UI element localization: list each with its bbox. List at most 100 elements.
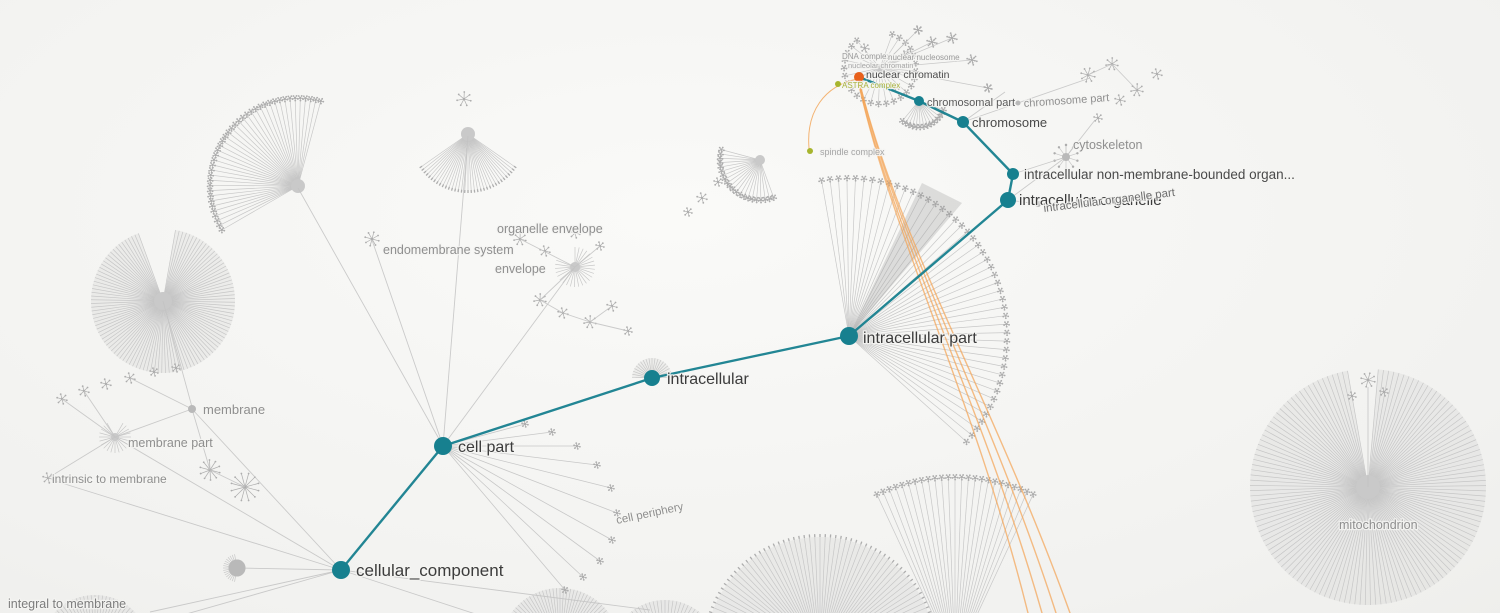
star-glyph	[683, 207, 693, 217]
star-glyph	[979, 248, 987, 256]
label-astra-complex[interactable]: ASTRA complex	[841, 80, 902, 92]
star-glyph	[958, 474, 966, 481]
node-organelle-part[interactable]	[1035, 201, 1041, 207]
label-envelope[interactable]: envelope	[494, 261, 547, 278]
star-glyph	[716, 155, 724, 162]
star-glyph	[853, 37, 861, 44]
star-glyph	[911, 478, 919, 485]
label-intracellular[interactable]: intracellular	[666, 370, 751, 390]
graph-nodes	[188, 72, 1070, 579]
spoke-chains	[442, 26, 992, 594]
star-glyph	[991, 478, 999, 485]
fan-cluster	[206, 94, 325, 234]
label-organelle-envelope[interactable]: organelle envelope	[496, 221, 604, 238]
star-glyph	[909, 188, 917, 196]
label-dna-complex[interactable]: DNA complex	[841, 51, 892, 63]
node-intracellular-part[interactable]	[840, 327, 858, 345]
node-chromosome[interactable]	[957, 116, 969, 128]
star-glyph	[766, 195, 773, 203]
teal-edge	[651, 334, 850, 380]
star-glyph	[1023, 488, 1031, 496]
star-glyph	[932, 200, 939, 208]
star-glyph	[907, 82, 915, 90]
node-left-disk-node[interactable]	[228, 559, 246, 577]
star-glyph	[968, 56, 976, 64]
graph-labels: cellular_component cell part intracellular…	[7, 51, 1419, 613]
star-glyph	[748, 196, 756, 203]
label-spindle-complex[interactable]: spindle complex	[819, 146, 887, 159]
star-glyph	[924, 475, 932, 483]
label-intracellular-part[interactable]: intracellular part	[862, 329, 979, 349]
star-glyph	[873, 491, 881, 498]
label-integral-to-membrane[interactable]: integral to membrane	[7, 596, 128, 613]
star-glyph	[893, 182, 901, 190]
node-intracellular[interactable]	[644, 370, 660, 386]
node-spindle-complex[interactable]	[807, 148, 813, 154]
star-glyph	[1003, 329, 1011, 337]
node-chromosome-part[interactable]	[1015, 100, 1021, 106]
star-glyph	[971, 475, 979, 482]
star-glyph	[997, 287, 1004, 295]
node-chromosomal-part[interactable]	[914, 96, 924, 106]
label-nuclear-nucleosome[interactable]: nuclear nucleosome	[887, 52, 962, 64]
star-glyph	[990, 395, 998, 403]
label-cell-part[interactable]: cell part	[457, 438, 516, 458]
fan-cluster	[629, 600, 701, 613]
star-glyph	[903, 89, 910, 96]
teal-path	[340, 75, 1015, 571]
label-chromosome-part[interactable]: chromosome part	[1022, 91, 1111, 111]
star-glyph	[840, 64, 848, 72]
star-glyph	[986, 403, 994, 411]
star-glyph	[952, 216, 960, 223]
star-glyph	[539, 245, 551, 257]
label-cell-periphery[interactable]: cell periphery	[614, 500, 686, 529]
node-cellular-component[interactable]	[332, 561, 350, 579]
node-cytoskeleton[interactable]	[1062, 153, 1070, 161]
label-endomembrane-system[interactable]: endomembrane system	[382, 242, 515, 259]
label-nuclear-chromatin[interactable]: nuclear chromatin	[865, 68, 951, 83]
fan-cluster	[716, 146, 778, 204]
teal-edge	[858, 75, 920, 103]
label-chromosomal-part[interactable]: chromosomal part	[926, 96, 1017, 111]
star-glyph	[898, 117, 906, 125]
label-cytoskeleton[interactable]: cytoskeleton	[1072, 137, 1144, 154]
star-glyph	[924, 196, 932, 203]
star-glyph	[206, 187, 214, 195]
star-glyph	[521, 420, 529, 428]
label-nucleolar-chromatin[interactable]: nucleolar chromatin	[847, 60, 915, 72]
label-membrane[interactable]: membrane	[202, 401, 267, 419]
node-non-membrane-bounded-organelle[interactable]	[1007, 168, 1019, 180]
star-glyph	[548, 428, 556, 436]
star-glyph	[1001, 304, 1008, 311]
label-intracellular-organelle[interactable]: intracellular organelle	[1018, 191, 1163, 211]
node-nuclear-chromatin[interactable]	[854, 72, 864, 82]
star-glyph	[740, 193, 748, 201]
star-glyph	[1002, 355, 1009, 362]
star-glyph	[848, 43, 855, 50]
teal-edge	[962, 121, 1014, 175]
star-glyph	[835, 175, 842, 182]
star-glyph	[218, 226, 226, 234]
star-glyph	[312, 96, 320, 104]
star-glyph	[994, 279, 1002, 287]
node-astra-complex[interactable]	[835, 81, 841, 87]
node-membrane[interactable]	[188, 405, 196, 413]
star-glyph	[987, 263, 995, 271]
star-glyph	[561, 586, 569, 594]
node-intracellular-organelle[interactable]	[1000, 192, 1016, 208]
star-glyph	[1151, 68, 1163, 80]
star-glyph	[302, 95, 309, 102]
label-cellular-component[interactable]: cellular_component	[355, 560, 505, 582]
star-glyph	[213, 217, 221, 225]
label-intrinsic-to-membrane[interactable]: intrinsic to membrane	[51, 471, 169, 488]
star-glyph	[208, 166, 215, 174]
label-chromosome[interactable]: chromosome	[971, 114, 1049, 132]
star-glyph	[888, 31, 896, 38]
fan-cluster	[840, 31, 920, 108]
star-glyph	[948, 34, 956, 42]
label-non-membrane-bounded[interactable]: intracellular non-membrane-bounded organ…	[1023, 166, 1296, 184]
star-glyph	[206, 177, 214, 184]
label-membrane-part[interactable]: membrane part	[127, 435, 215, 452]
node-cell-part[interactable]	[434, 437, 452, 455]
label-mitochondrion[interactable]: mitochondrion	[1338, 517, 1419, 534]
